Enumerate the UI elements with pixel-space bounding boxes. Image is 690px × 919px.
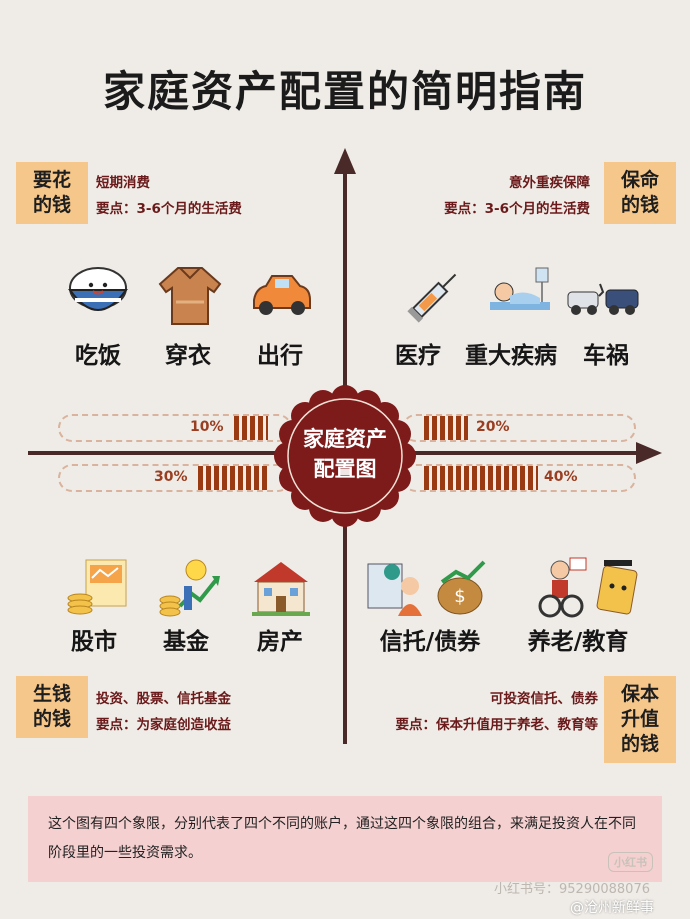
hospital-bed-icon (484, 262, 556, 332)
item-label-clothing: 穿衣 (165, 343, 211, 369)
house-icon (250, 556, 312, 622)
syringe-icon (402, 262, 468, 332)
item-label-real-estate: 房产 (257, 629, 303, 655)
svg-text:$: $ (454, 586, 465, 607)
bar-protect-fill (424, 416, 468, 440)
fund-coins-icon (156, 556, 222, 622)
sweater-icon (158, 262, 222, 332)
note-text: 这个图有四个象限，分别代表了四个不同的账户，通过这四个象限的组合，来满足投资人在… (48, 816, 636, 861)
percent-preserve: 40% (544, 469, 578, 485)
note-box (28, 796, 662, 882)
percent-grow: 30% (154, 469, 188, 485)
center-label: 家庭资产 配置图 (303, 427, 387, 481)
rice-bowl-icon (65, 262, 131, 332)
item-label-stocks: 股市 (71, 629, 117, 655)
tag-grow-money: 生钱 的钱 (16, 676, 88, 738)
tag-protect-life: 保命 的钱 (604, 162, 676, 224)
preserve-value-description: 可投资信托、债券 要点：保本升值用于养老、教育等 (395, 691, 599, 733)
item-label-medical: 医疗 (395, 343, 441, 369)
app-logo-badge: 小红书 (608, 852, 653, 872)
bar-spend-fill (234, 416, 268, 440)
item-label-car-accident: 车祸 (583, 343, 629, 369)
bar-preserve-fill (424, 466, 538, 490)
bar-grow-fill (198, 466, 268, 490)
right-arrow-icon (636, 442, 662, 464)
up-arrow-icon (334, 148, 356, 174)
watermark-account: @沧州新鲜事 (570, 900, 654, 916)
percent-protect: 20% (476, 419, 510, 435)
item-label-eat: 吃饭 (75, 343, 121, 369)
stock-chart-icon (64, 556, 130, 622)
item-label-major-illness: 重大疾病 (465, 343, 557, 369)
protect-life-description: 意外重疾保障 要点：3-6个月的生活费 (444, 175, 590, 217)
item-label-funds: 基金 (163, 629, 209, 655)
tag-spend-money: 要花 的钱 (16, 162, 88, 224)
pension-education-icon (530, 556, 642, 622)
spend-money-description: 短期消费 要点：3-6个月的生活费 (96, 175, 242, 217)
item-label-trust-bond: 信托/债券 (379, 629, 481, 655)
percent-spend: 10% (190, 419, 224, 435)
car-icon (248, 270, 314, 322)
page-title: 家庭资产配置的简明指南 (102, 67, 587, 116)
tag-preserve-value: 保本 升值 的钱 (604, 676, 676, 763)
item-label-pension-education: 养老/教育 (527, 629, 629, 655)
car-crash-icon (566, 276, 640, 328)
watermark-id: 小红书号：95290088076 (494, 882, 650, 897)
center-badge (272, 383, 418, 533)
item-label-travel: 出行 (257, 343, 303, 369)
grow-money-description: 投资、股票、信托基金 要点：为家庭创造收益 (96, 691, 231, 733)
trust-bond-icon: $ (364, 556, 488, 622)
